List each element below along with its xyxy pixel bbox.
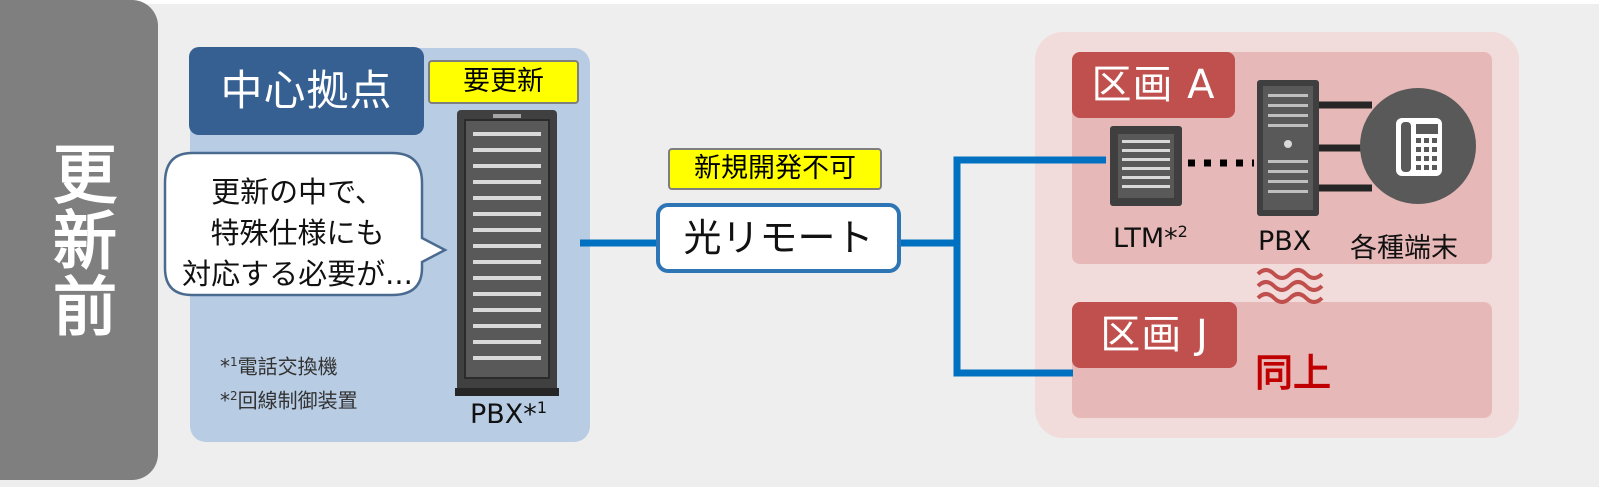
optical-remote-box: 光リモート	[656, 203, 901, 273]
speech-line-3: 対応する必要が...	[182, 257, 413, 291]
same-as-above-text: 同上	[1255, 351, 1332, 395]
speech-line-1: 更新の中で、	[211, 175, 384, 209]
wavy-omission-mark	[1256, 268, 1324, 304]
pbx-label: PBX*1	[470, 398, 547, 430]
ltm-label: LTM*2	[1113, 222, 1188, 254]
footnote-ltm: *2回線制御装置	[220, 388, 358, 413]
side-tab: 更新前	[0, 0, 158, 480]
footnotes: *1電話交換機 *2回線制御装置	[220, 348, 450, 415]
side-tab-label: 更新前	[42, 141, 116, 339]
speech-bubble-text: 更新の中で、 特殊仕様にも 対応する必要が...	[170, 172, 425, 302]
speech-line-2: 特殊仕様にも	[210, 216, 385, 250]
branch-line	[953, 156, 1106, 377]
speech-bubble	[163, 151, 448, 297]
zone-pbx-label: PBX	[1258, 226, 1312, 257]
terminals-label: 各種端末	[1350, 233, 1458, 264]
phone-terminal-icon	[1360, 88, 1476, 204]
ltm-device-icon	[1110, 126, 1182, 206]
pbx-server-icon	[455, 110, 559, 396]
zone-pbx-device-icon	[1257, 80, 1319, 216]
update-required-badge: 要更新	[428, 60, 579, 104]
footnote-pbx: *1電話交換機	[220, 354, 338, 379]
zone-a-label: 区画 A	[1072, 52, 1235, 118]
central-hub-title: 中心拠点	[189, 47, 424, 135]
zone-j-label: 区画 J	[1072, 302, 1237, 368]
no-new-development-badge: 新規開発不可	[668, 148, 882, 190]
